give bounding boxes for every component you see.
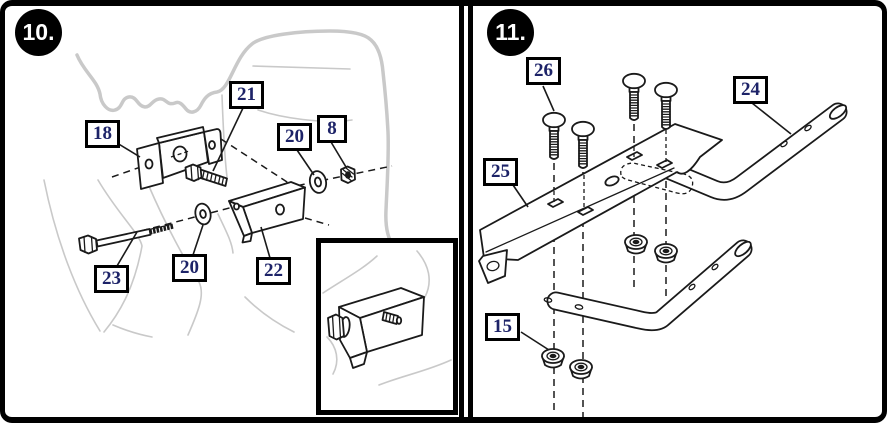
panel-divider	[459, 0, 473, 423]
panel-11-drawing	[478, 72, 848, 418]
detail-inset-box	[316, 238, 458, 415]
support-tube-24	[656, 102, 848, 201]
callout-21: 21	[229, 81, 264, 109]
support-bracket-22	[228, 181, 306, 244]
mounting-plate-25	[478, 123, 723, 284]
callout-20-lower: 20	[172, 254, 207, 282]
step-badge-10: 10.	[15, 9, 62, 56]
callout-23: 23	[94, 265, 129, 293]
vehicle-body-ghost-outline	[43, 29, 401, 338]
callout-20-upper: 20	[277, 123, 312, 151]
callout-22: 22	[256, 257, 291, 285]
flat-washer-20-upper	[308, 170, 328, 194]
callout-18: 18	[85, 120, 120, 148]
leader-lines-panel-10	[116, 107, 347, 267]
hex-bolt-21	[184, 163, 228, 187]
callout-24: 24	[733, 76, 768, 104]
detail-inset-drawing	[322, 250, 452, 386]
flange-nut-8	[340, 165, 356, 184]
flat-washer-20-lower	[194, 202, 212, 226]
callout-15: 15	[485, 313, 520, 341]
callout-26: 26	[526, 57, 561, 85]
callout-25: 25	[483, 158, 518, 186]
step-badge-11: 11.	[487, 9, 534, 56]
callout-8: 8	[317, 115, 347, 143]
inset-ghost-lines	[322, 250, 452, 386]
mounting-bracket-18	[136, 126, 223, 190]
panel-10-drawing	[43, 29, 401, 338]
lower-support-tube	[543, 239, 753, 332]
assembled-bracket-detail	[327, 287, 425, 369]
leader-lines-panel-11	[512, 85, 792, 351]
